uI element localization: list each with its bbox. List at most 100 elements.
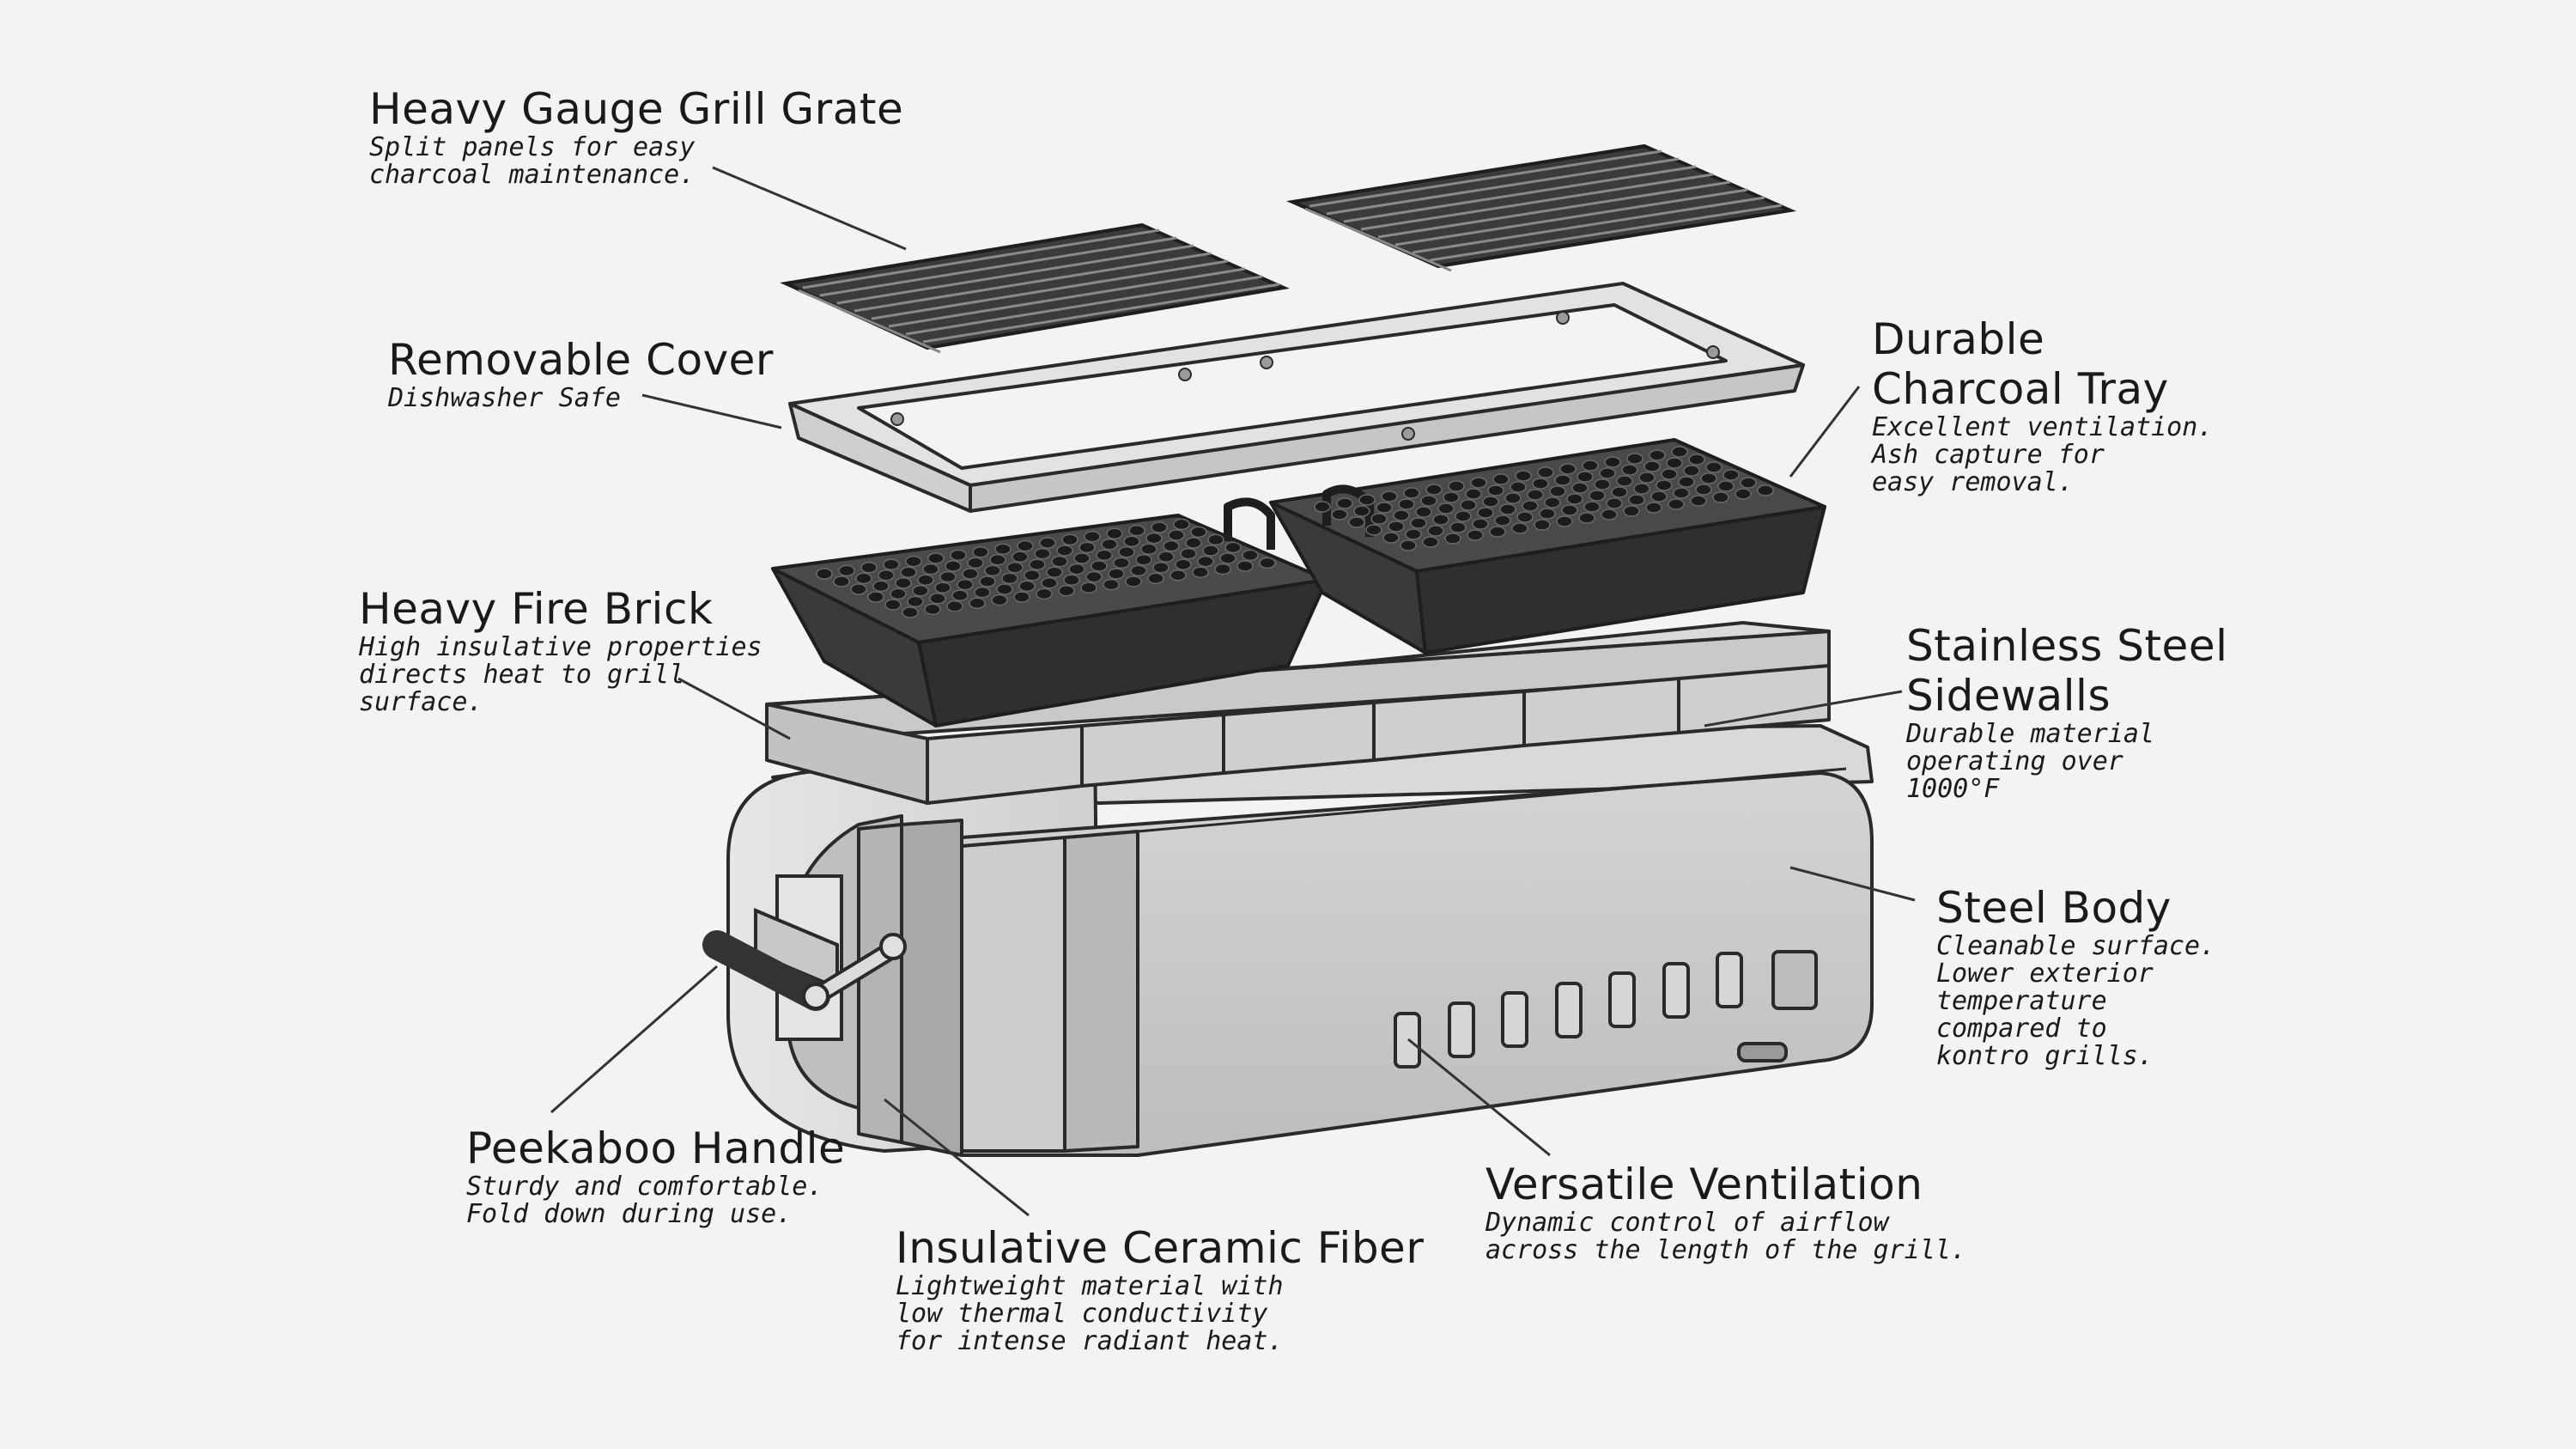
grate-bar [802, 228, 1160, 289]
tray-vent-hole [855, 572, 872, 585]
tray-vent-hole [927, 552, 945, 564]
tray-vent-hole [1604, 456, 1621, 468]
cover-bolt [1706, 345, 1720, 359]
tray-vent-hole [1381, 490, 1398, 502]
ventilation-title: Versatile Ventilation [1485, 1160, 1923, 1209]
leader-charcoal-tray [1789, 386, 1861, 478]
tray-vent-hole [1078, 541, 1096, 554]
tray-vent-hole [1532, 478, 1549, 490]
tray-vent-hole [984, 564, 1001, 577]
tray-vent-hole [1410, 517, 1427, 529]
tray-vent-hole [1757, 484, 1774, 496]
tray-vent-hole [890, 588, 907, 600]
tray-vent-hole [1168, 529, 1185, 541]
tray-vent-hole [1242, 549, 1259, 562]
tray-vent-hole [1582, 460, 1599, 472]
tray-vent-hole [1041, 577, 1058, 589]
grate-bar [922, 283, 1280, 344]
cover-bolt [1401, 427, 1415, 441]
tray-vent-hole [1147, 572, 1164, 585]
tray-vent-hole [1722, 469, 1740, 481]
tray-vent-hole [1556, 515, 1573, 527]
tray-vent-hole [1259, 557, 1276, 569]
tray-vent-hole [1678, 476, 1695, 488]
tray-vent-hole [1085, 570, 1103, 583]
tray-vent-hole [1494, 514, 1511, 527]
tray-vent-hole [1106, 527, 1123, 539]
leader-fire-brick [677, 677, 791, 740]
grate-bar [905, 275, 1263, 336]
tray-vent-hole [1487, 484, 1504, 496]
tray-vent-hole [1152, 562, 1170, 574]
tray-vent-hole [1499, 503, 1516, 515]
tray-vent-hole [1578, 512, 1595, 524]
fire-brick-desc: High insulative properties directs heat … [359, 632, 762, 717]
cover-bolt [890, 412, 904, 426]
grate-bar [1326, 157, 1680, 216]
label-steel-body: Steel Body Cleanable surface. Lower exte… [1936, 883, 2215, 1070]
tray-vent-hole [1061, 533, 1078, 546]
label-ceramic-fiber: Insulative Ceramic Fiber Lightweight mat… [896, 1223, 1424, 1355]
tray-vent-hole [922, 563, 939, 575]
cover-bolt [1178, 368, 1192, 381]
tray-vent-hole [1571, 482, 1589, 494]
tray-vent-hole [1029, 558, 1046, 570]
tray-vent-hole [1683, 465, 1700, 477]
grate-bar [1429, 204, 1783, 262]
tray-vent-hole [878, 569, 895, 581]
tray-vent-hole [1554, 474, 1571, 486]
tray-vent-hole [1577, 471, 1594, 483]
tray-vent-hole [1643, 460, 1661, 472]
tray-vent-hole [1039, 537, 1056, 549]
tray-vent-hole [1388, 521, 1405, 533]
tray-vent-hole [1516, 511, 1534, 523]
tray-vent-hole [1437, 502, 1455, 514]
tray-vent-hole [1621, 464, 1638, 476]
grate-bar [1394, 188, 1748, 247]
steel-body [726, 724, 1874, 1157]
label-fire-brick: Heavy Fire Brick High insulative propert… [359, 584, 762, 716]
tray-vent-hole [1425, 484, 1443, 496]
tray-vent-hole [1443, 491, 1460, 503]
tray-vent-hole [1444, 533, 1461, 545]
tray-vent-hole [1470, 477, 1487, 489]
tray-vent-hole [1539, 508, 1556, 520]
label-ventilation: Versatile Ventilation Dynamic control of… [1485, 1160, 1966, 1264]
tray-vent-hole [1420, 495, 1437, 507]
tray-vent-hole [1472, 518, 1489, 530]
tray-vent-hole [1537, 466, 1554, 478]
tray-vent-hole [1511, 522, 1528, 534]
tray-vent-hole [946, 600, 963, 612]
tray-vent-hole [1668, 498, 1685, 510]
tray-vent-hole [1353, 505, 1370, 517]
tray-vent-hole [1628, 494, 1645, 506]
tray-vent-hole [902, 606, 919, 618]
tray-vent-hole [1393, 509, 1410, 521]
tray-vent-hole [1108, 568, 1125, 580]
tray-vent-hole [1645, 502, 1662, 514]
grill-grate-title: Heavy Gauge Grill Grate [369, 84, 904, 134]
tray-vent-hole [1432, 514, 1449, 526]
tray-vent-hole [1113, 557, 1130, 569]
tray-vent-hole [1370, 513, 1388, 525]
tray-vent-hole [1017, 539, 1034, 552]
tray-vent-hole [1125, 575, 1142, 588]
tray-vent-hole [1135, 554, 1152, 566]
tray-vent-hole [1024, 569, 1041, 581]
grate-bar [888, 267, 1246, 328]
steel-body-title: Steel Body [1936, 883, 2172, 933]
tray-vent-hole [957, 578, 974, 591]
tray-vent-hole [996, 583, 1013, 595]
tray-vent-hole [972, 546, 989, 558]
tray-vent-hole [1051, 555, 1068, 568]
label-handle: Peekaboo Handle Sturdy and comfortable. … [466, 1123, 845, 1228]
grill-grate-left [780, 222, 1290, 354]
tray-vent-hole [1589, 490, 1606, 502]
tray-vent-hole [1036, 588, 1053, 600]
leader-steel-body [1789, 866, 1916, 902]
fire-bricks [765, 621, 1831, 805]
tray-vent-hole [1170, 569, 1187, 581]
tray-vent-hole [1118, 546, 1135, 558]
tray-vent-hole [1145, 532, 1163, 545]
tray-vent-hole [1492, 473, 1510, 485]
